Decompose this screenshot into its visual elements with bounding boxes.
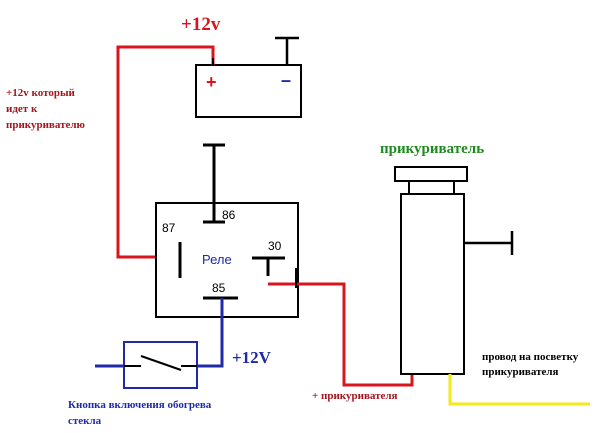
cigarette-lighter <box>394 166 514 375</box>
wire-pin30-to-lighter <box>268 282 414 387</box>
switch-voltage-label: +12V <box>232 348 272 367</box>
lighter-body <box>400 193 465 375</box>
relay-name: Реле <box>202 252 232 267</box>
wire-pin85-to-switch <box>197 298 224 368</box>
backlight-label-line1: провод на посветку <box>482 351 579 363</box>
battery-body <box>195 64 302 118</box>
lighter-cap <box>394 166 468 182</box>
wire-backlight <box>448 374 590 406</box>
lighter-feed-label-line1: +12v который <box>6 87 76 99</box>
switch-caption-line2: стекла <box>68 415 102 427</box>
switch-lever <box>140 355 182 371</box>
battery-plus-sign: + <box>206 72 217 92</box>
lighter-title: прикуриватель <box>380 141 484 157</box>
battery: + – <box>195 36 302 118</box>
lighter-feed-label-line2: идет к <box>6 103 38 115</box>
relay: 86 87 Реле 30 85 <box>155 143 299 318</box>
pin87-label: 87 <box>162 221 176 235</box>
battery-voltage-label: +12v <box>181 14 221 35</box>
lighter-neck <box>408 180 455 195</box>
lighter-feed-label-line3: прикуривателю <box>6 119 85 131</box>
backlight-label-line2: прикуривателя <box>482 366 559 378</box>
switch-caption-line1: Кнопка включения обогрева <box>68 399 212 411</box>
wire-battery-to-pin87 <box>116 45 215 259</box>
pin85-label: 85 <box>212 281 226 295</box>
pin86-label: 86 <box>222 208 236 222</box>
pin30-label: 30 <box>268 239 282 253</box>
to-lighter-plus-label: + прикуривателя <box>312 390 398 402</box>
heater-switch <box>123 341 198 389</box>
battery-minus-sign: – <box>281 70 291 90</box>
